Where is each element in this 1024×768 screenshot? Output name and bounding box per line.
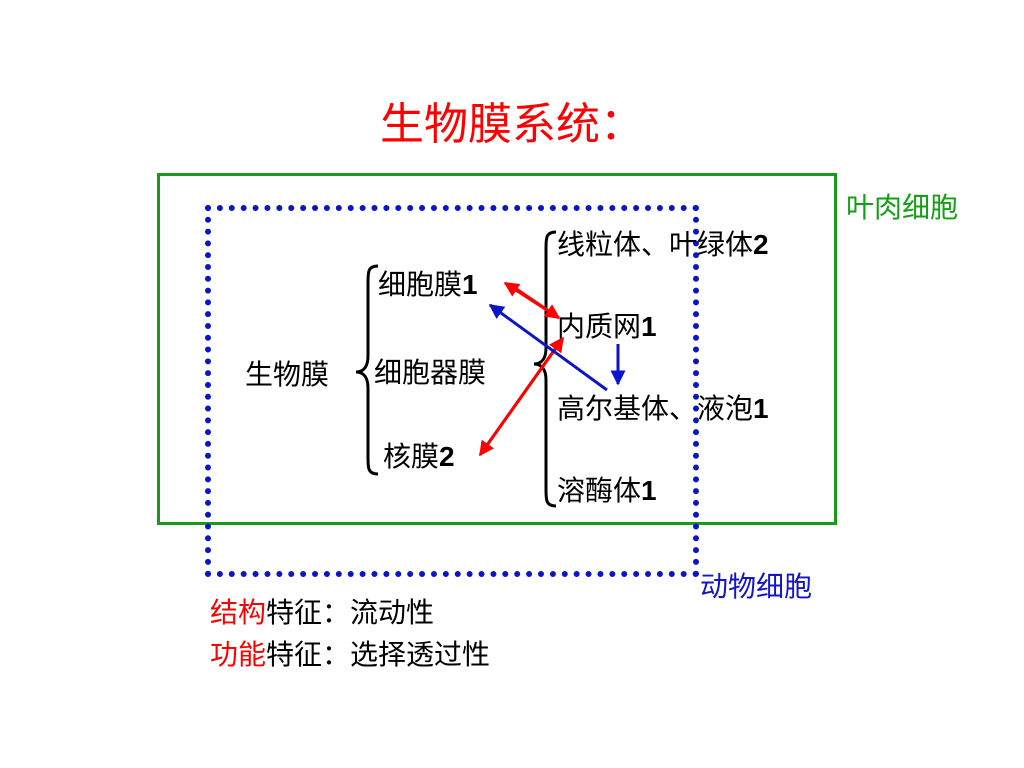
feature-structure: 结构特征：流动性 bbox=[210, 596, 434, 630]
organelle-item-mito-chloro: 线粒体、叶绿体2 bbox=[557, 228, 769, 262]
organelle-name: 线粒体、叶绿体 bbox=[557, 228, 754, 261]
animal-cell-label: 动物细胞 bbox=[700, 570, 813, 603]
animal-cell-box bbox=[205, 205, 699, 577]
nuclear-membrane-name: 核膜 bbox=[383, 440, 440, 473]
feature-text: 特征：流动性 bbox=[266, 596, 435, 629]
feature-key: 结构 bbox=[210, 596, 267, 629]
organelle-num: 1 bbox=[641, 311, 657, 342]
nuclear-membrane-num: 2 bbox=[439, 441, 455, 472]
organelle-item-lysosome: 溶酶体1 bbox=[557, 474, 657, 508]
cell-membrane-num: 1 bbox=[462, 269, 478, 300]
organelle-item-golgi-vacuole: 高尔基体、液泡1 bbox=[557, 392, 769, 426]
organelle-item-er: 内质网1 bbox=[557, 310, 657, 344]
plant-cell-box bbox=[157, 173, 837, 525]
nuclear-membrane-item: 核膜2 bbox=[383, 440, 455, 474]
organelle-name: 内质网 bbox=[557, 310, 642, 343]
left-brace-icon bbox=[355, 264, 379, 476]
root-label: 生物膜 bbox=[245, 358, 330, 391]
blue-arrow-golgi-to-cell-membrane bbox=[488, 303, 608, 392]
plant-cell-label: 叶肉细胞 bbox=[846, 191, 959, 224]
red-arrow-er-to-nucleus bbox=[478, 341, 562, 457]
organelle-membrane-item: 细胞器膜 bbox=[374, 356, 486, 390]
organelle-membrane-name: 细胞器膜 bbox=[374, 356, 487, 389]
cell-membrane-name: 细胞膜 bbox=[378, 268, 463, 301]
feature-function: 功能特征：选择透过性 bbox=[210, 638, 490, 672]
right-brace-icon bbox=[533, 230, 557, 508]
organelle-num: 1 bbox=[753, 393, 769, 424]
organelle-name: 高尔基体、液泡 bbox=[557, 392, 754, 425]
organelle-name: 溶酶体 bbox=[557, 474, 642, 507]
feature-key: 功能 bbox=[210, 638, 267, 671]
page-title: 生物膜系统： bbox=[380, 99, 644, 150]
organelle-num: 2 bbox=[753, 229, 769, 260]
feature-text: 特征：选择透过性 bbox=[266, 638, 491, 671]
red-arrow-cell-membrane-to-er bbox=[511, 284, 561, 320]
cell-membrane-item: 细胞膜1 bbox=[378, 268, 478, 302]
organelle-num: 1 bbox=[641, 475, 657, 506]
